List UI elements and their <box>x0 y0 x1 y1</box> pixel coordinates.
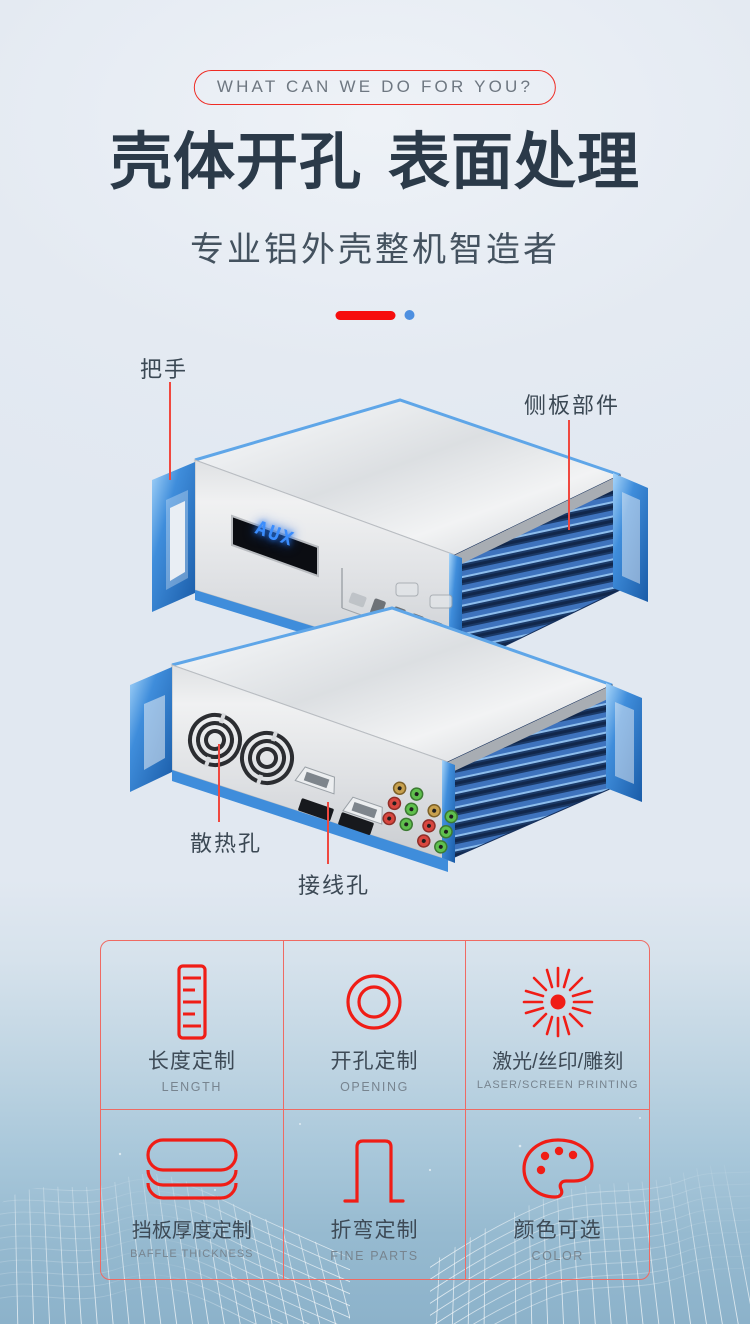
divider-dot <box>404 310 415 320</box>
chassis-vector <box>130 398 648 872</box>
feature-cell-bend[interactable]: 折弯定制 FINE PARTS <box>284 1110 467 1279</box>
callout-leader-wiring-holes <box>327 802 329 864</box>
ruler-icon <box>169 963 215 1041</box>
circle-icon <box>339 963 409 1041</box>
page-subtitle: 专业铝外壳整机智造者 <box>190 231 560 269</box>
callout-leader-vent-holes <box>218 744 220 822</box>
callout-leader-side-panel <box>568 420 570 530</box>
callout-label-side-panel: 侧板部件 <box>524 393 621 418</box>
callout-label-handle: 把手 <box>140 357 189 382</box>
page-title-part1: 壳体开孔 <box>109 128 362 197</box>
feature-label-en: OPENING <box>340 1080 409 1094</box>
feature-grid: 长度定制 LENGTH 开孔定制 OPENING <box>100 940 650 1280</box>
feature-label-en: FINE PARTS <box>330 1249 419 1263</box>
feature-label-cn: 激光/丝印/雕刻 <box>492 1051 624 1073</box>
callout-label-wiring-holes: 接线孔 <box>298 873 371 898</box>
feature-label-cn: 折弯定制 <box>330 1219 419 1242</box>
feature-label-en: COLOR <box>531 1249 584 1263</box>
palette-icon <box>519 1132 597 1210</box>
feature-label-en: BAFFLE THICKNESS <box>130 1248 254 1260</box>
bend-icon <box>339 1132 409 1210</box>
feature-label-en: LENGTH <box>161 1080 222 1094</box>
feature-label-cn: 开孔定制 <box>330 1050 419 1073</box>
feature-label-en: LASER/SCREEN PRINTING <box>476 1079 639 1091</box>
feature-cell-baffle[interactable]: 挡板厚度定制 BAFFLE THICKNESS <box>101 1110 284 1279</box>
product-illustration: AUX 把手 侧板部件 散热孔 接线孔 <box>0 340 750 910</box>
feature-cell-color[interactable]: 颜色可选 COLOR <box>466 1110 649 1279</box>
page-title: 壳体开孔表面处理 <box>0 128 750 197</box>
stack-icon <box>144 1132 240 1210</box>
feature-label-cn: 长度定制 <box>147 1050 236 1073</box>
page-title-part2: 表面处理 <box>388 128 641 197</box>
feature-cell-laser[interactable]: 激光/丝印/雕刻 LASER/SCREEN PRINTING <box>466 941 649 1110</box>
feature-label-cn: 颜色可选 <box>513 1219 602 1242</box>
callout-leader-handle <box>169 382 171 480</box>
divider <box>335 310 415 320</box>
feature-cell-length[interactable]: 长度定制 LENGTH <box>101 941 284 1110</box>
divider-bar <box>335 310 396 320</box>
feature-cell-opening[interactable]: 开孔定制 OPENING <box>283 941 467 1110</box>
feature-label-cn: 挡板厚度定制 <box>131 1220 252 1242</box>
callout-label-vent-holes: 散热孔 <box>190 831 263 856</box>
laser-icon <box>520 963 596 1041</box>
eyebrow-pill: WHAT CAN WE DO FOR YOU? <box>193 70 557 105</box>
